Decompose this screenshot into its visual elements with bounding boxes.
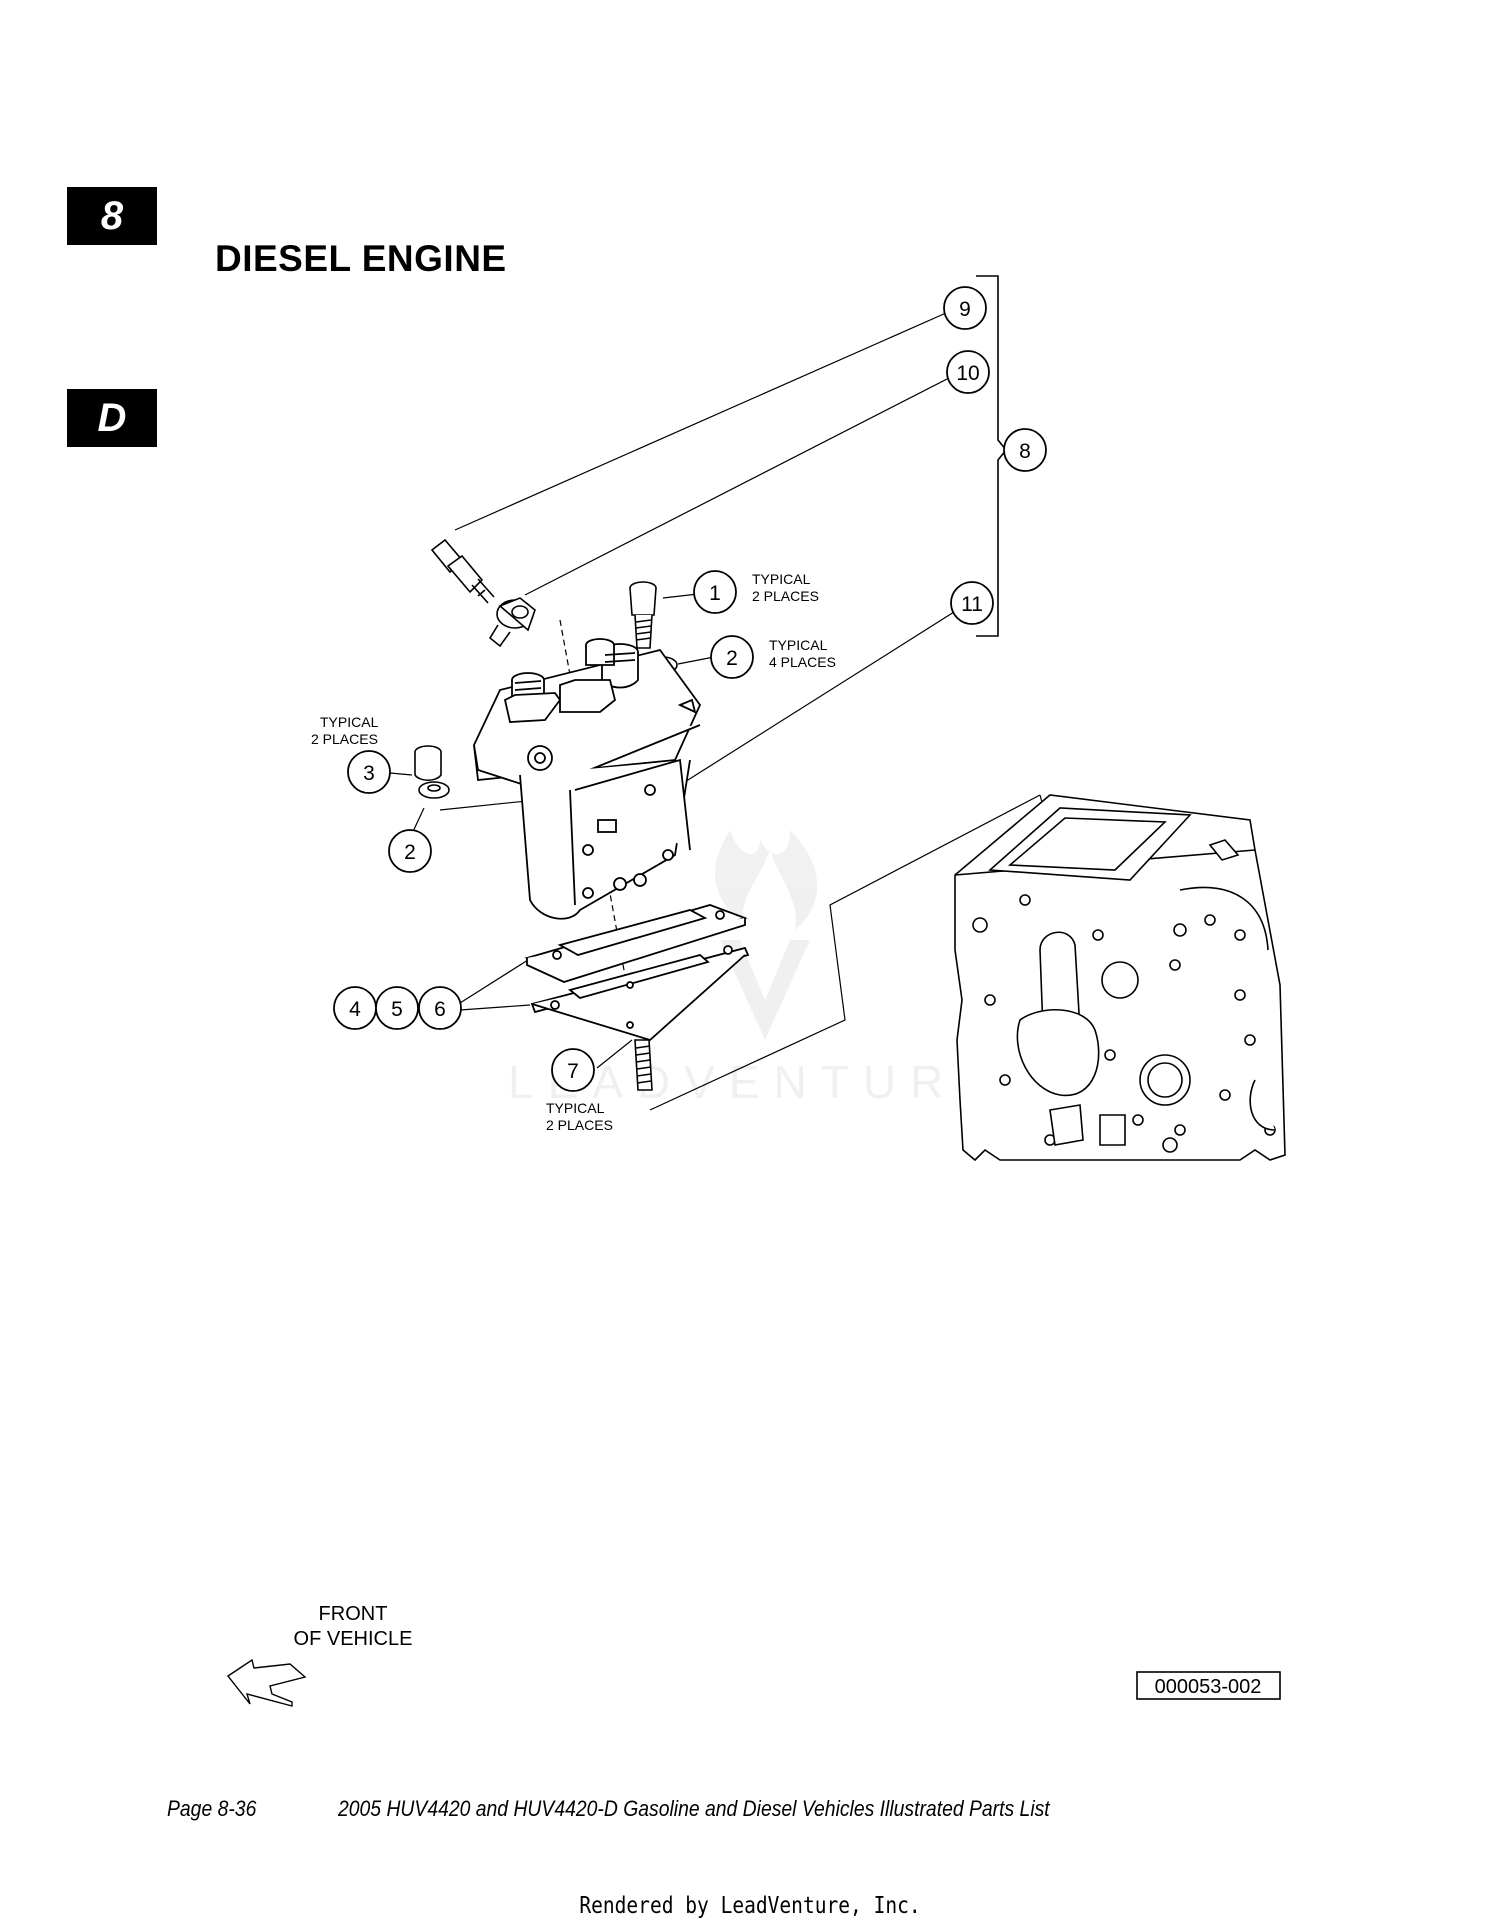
footer-document-title: 2005 HUV4420 and HUV4420-D Gasoline and … — [338, 1796, 1050, 1821]
bleeder-screw-part — [430, 538, 495, 604]
callout-4: 4 — [349, 998, 361, 1021]
callout-7: 7 — [567, 1060, 579, 1083]
injection-pump-part — [473, 638, 702, 920]
callout-9: 9 — [959, 298, 971, 321]
note-1-line1: TYPICAL — [752, 571, 811, 587]
note-7-line2: 2 PLACES — [546, 1117, 613, 1133]
nut-part — [414, 745, 450, 799]
front-label-line2: OF VEHICLE — [294, 1628, 413, 1650]
callout-5: 5 — [391, 998, 403, 1021]
note-7-line1: TYPICAL — [546, 1100, 605, 1116]
page-title: DIESEL ENGINE — [215, 238, 507, 279]
callout-11: 11 — [961, 593, 983, 616]
gasket-part — [524, 904, 750, 1042]
callout-8: 8 — [1019, 440, 1031, 463]
note-2-line2: 4 PLACES — [769, 654, 836, 670]
drawing-number: 000053-002 — [1155, 1676, 1262, 1698]
bolt-part — [629, 581, 657, 649]
subsection-tab: D — [67, 389, 157, 447]
typical-notes: TYPICAL 2 PLACES TYPICAL 4 PLACES TYPICA… — [311, 571, 836, 1133]
drawing-number-box: 000053-002 — [1136, 1671, 1281, 1700]
front-arrow-icon — [226, 1658, 307, 1707]
callout-2-top: 2 — [726, 647, 738, 670]
callout-10: 10 — [956, 362, 979, 385]
footer-page-number: Page 8-36 — [167, 1796, 257, 1821]
front-label-line1: FRONT — [319, 1603, 388, 1625]
callout-2-left: 2 — [404, 841, 416, 864]
callout-circles — [333, 286, 1047, 1092]
engine-block-part — [954, 794, 1286, 1162]
front-of-vehicle-indicator: FRONT OF VEHICLE — [226, 1603, 413, 1707]
rendered-by-credit: Rendered by LeadVenture, Inc. — [579, 1893, 921, 1919]
callout-3: 3 — [363, 762, 375, 785]
note-3-line2: 2 PLACES — [311, 731, 378, 747]
callout-numbers: 9 10 8 11 1 2 3 2 4 5 6 7 — [349, 298, 1031, 1083]
note-2-line1: TYPICAL — [769, 637, 828, 653]
note-3-line1: TYPICAL — [320, 714, 379, 730]
section-tab: 8 — [67, 187, 157, 245]
callout-6: 6 — [434, 998, 446, 1021]
note-1-line2: 2 PLACES — [752, 588, 819, 604]
banjo-fitting-part — [488, 597, 536, 648]
callout-1: 1 — [709, 582, 721, 605]
stud-part — [634, 1039, 653, 1091]
